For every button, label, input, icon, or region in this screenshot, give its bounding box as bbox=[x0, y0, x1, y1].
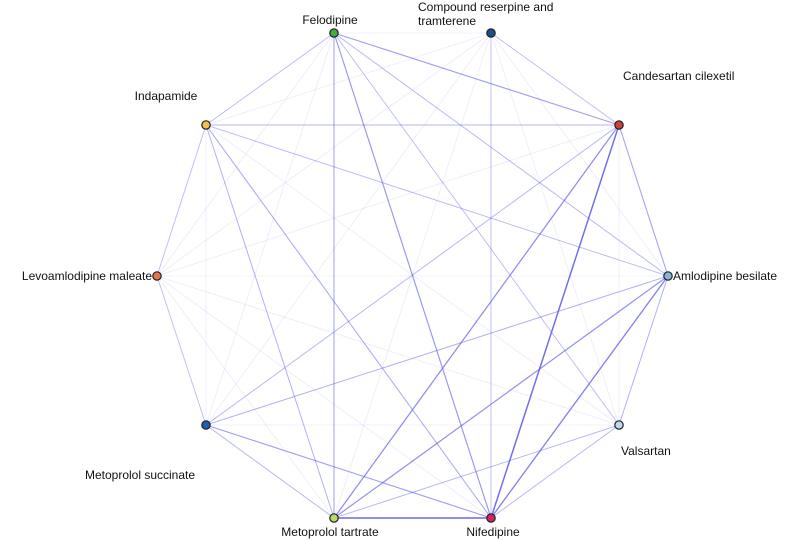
node-label-line: Candesartan cilexetil bbox=[623, 69, 734, 83]
edge-felodipine-valsartan bbox=[333, 32, 620, 426]
node-layer bbox=[152, 28, 673, 523]
background-edge-compound-candesartan bbox=[490, 32, 620, 126]
background-edge-valsartan-levoamlodipine bbox=[156, 275, 620, 426]
background-edge-valsartan-nifedipine bbox=[490, 424, 620, 519]
edge-nifedipine-valsartan bbox=[490, 424, 620, 519]
node-label-line: Metoprolol succinate bbox=[85, 468, 195, 482]
edge-felodipine-indapamide bbox=[205, 32, 335, 126]
node-label-line: Levoamlodipine maleate bbox=[22, 269, 152, 283]
edge-felodipine-amlodipine bbox=[333, 32, 669, 277]
background-edge-amlodipine-valsartan bbox=[618, 275, 669, 426]
node-label-line: Felodipine bbox=[302, 13, 358, 27]
node-label-line: Valsartan bbox=[621, 444, 671, 458]
background-edge-compound-amlodipine bbox=[490, 32, 669, 277]
node-label-amlodipine: Amlodipine besilate bbox=[673, 269, 777, 283]
node-compound[interactable] bbox=[486, 28, 496, 38]
edge-amlodipine-valsartan bbox=[618, 275, 669, 426]
edge-amlodipine-indapamide bbox=[205, 124, 669, 277]
node-metoprolol_tartrate[interactable] bbox=[329, 513, 339, 523]
background-edge-metoprolol_succinate-levoamlodipine bbox=[156, 275, 207, 426]
node-label-line: Nifedipine bbox=[466, 525, 520, 539]
node-felodipine[interactable] bbox=[329, 28, 339, 38]
background-edge-felodipine-indapamide bbox=[205, 32, 335, 126]
node-amlodipine[interactable] bbox=[663, 271, 673, 281]
background-edge-felodipine-levoamlodipine bbox=[156, 32, 335, 277]
node-label-metoprolol_tartrate: Metoprolol tartrate bbox=[281, 525, 379, 539]
background-edge-amlodipine-indapamide bbox=[205, 124, 669, 277]
edge-candesartan-amlodipine bbox=[618, 124, 669, 277]
background-edge-metoprolol_tartrate-indapamide bbox=[205, 124, 335, 519]
node-label-line: Compound reserpine and bbox=[418, 0, 553, 14]
edge-candesartan-metoprolol_tartrate bbox=[333, 124, 620, 519]
edge-metoprolol_tartrate-metoprolol_succinate bbox=[205, 424, 335, 519]
node-label-line: Metoprolol tartrate bbox=[281, 525, 379, 539]
node-valsartan[interactable] bbox=[614, 420, 624, 430]
edge-amlodipine-metoprolol_tartrate bbox=[333, 275, 669, 519]
background-edge-compound-valsartan bbox=[490, 32, 620, 426]
node-label-metoprolol_succinate: Metoprolol succinate bbox=[85, 468, 195, 482]
edge-candesartan-nifedipine bbox=[490, 124, 620, 519]
edge-levoamlodipine-indapamide bbox=[156, 124, 207, 277]
background-edge-felodipine-metoprolol_succinate bbox=[205, 32, 335, 426]
background-edge-candesartan-amlodipine bbox=[618, 124, 669, 277]
edge-metoprolol_tartrate-valsartan bbox=[333, 424, 620, 519]
edge-felodipine-candesartan bbox=[333, 32, 620, 126]
node-label-indapamide: Indapamide bbox=[135, 89, 198, 103]
node-label-levoamlodipine: Levoamlodipine maleate bbox=[22, 269, 152, 283]
edge-nifedipine-metoprolol_succinate bbox=[205, 424, 492, 519]
background-edge-compound-levoamlodipine bbox=[156, 32, 492, 277]
edge-nifedipine-indapamide bbox=[205, 124, 492, 519]
background-edge-nifedipine-levoamlodipine bbox=[156, 275, 492, 519]
node-indapamide[interactable] bbox=[201, 120, 211, 130]
node-label-line: tramterene bbox=[418, 14, 476, 28]
node-label-line: Amlodipine besilate bbox=[673, 269, 777, 283]
background-edge-metoprolol_tartrate-metoprolol_succinate bbox=[205, 424, 335, 519]
edge-levoamlodipine-metoprolol_succinate bbox=[156, 275, 207, 426]
node-label-felodipine: Felodipine bbox=[302, 13, 358, 27]
background-edge-metoprolol_tartrate-levoamlodipine bbox=[156, 275, 335, 519]
node-metoprolol_succinate[interactable] bbox=[201, 420, 211, 430]
edge-compound-candesartan bbox=[490, 32, 620, 126]
background-edge-nifedipine-indapamide bbox=[205, 124, 492, 519]
background-edge-compound-metoprolol_succinate bbox=[205, 32, 492, 426]
node-nifedipine[interactable] bbox=[486, 513, 496, 523]
background-edge-felodipine-amlodipine bbox=[333, 32, 669, 277]
edge-felodipine-nifedipine bbox=[333, 32, 492, 519]
edge-candesartan-metoprolol_succinate bbox=[205, 124, 620, 426]
edge-amlodipine-nifedipine bbox=[490, 275, 669, 519]
node-label-candesartan: Candesartan cilexetil bbox=[623, 69, 734, 83]
edge-amlodipine-metoprolol_succinate bbox=[205, 275, 669, 426]
node-candesartan[interactable] bbox=[614, 120, 624, 130]
node-label-valsartan: Valsartan bbox=[621, 444, 671, 458]
edge-layer bbox=[156, 32, 669, 519]
edge-metoprolol_tartrate-indapamide bbox=[205, 124, 335, 519]
node-label-line: Indapamide bbox=[135, 89, 198, 103]
background-edge-felodipine-valsartan bbox=[333, 32, 620, 426]
background-edge-levoamlodipine-indapamide bbox=[156, 124, 207, 277]
node-label-nifedipine: Nifedipine bbox=[466, 525, 520, 539]
node-levoamlodipine[interactable] bbox=[152, 271, 162, 281]
